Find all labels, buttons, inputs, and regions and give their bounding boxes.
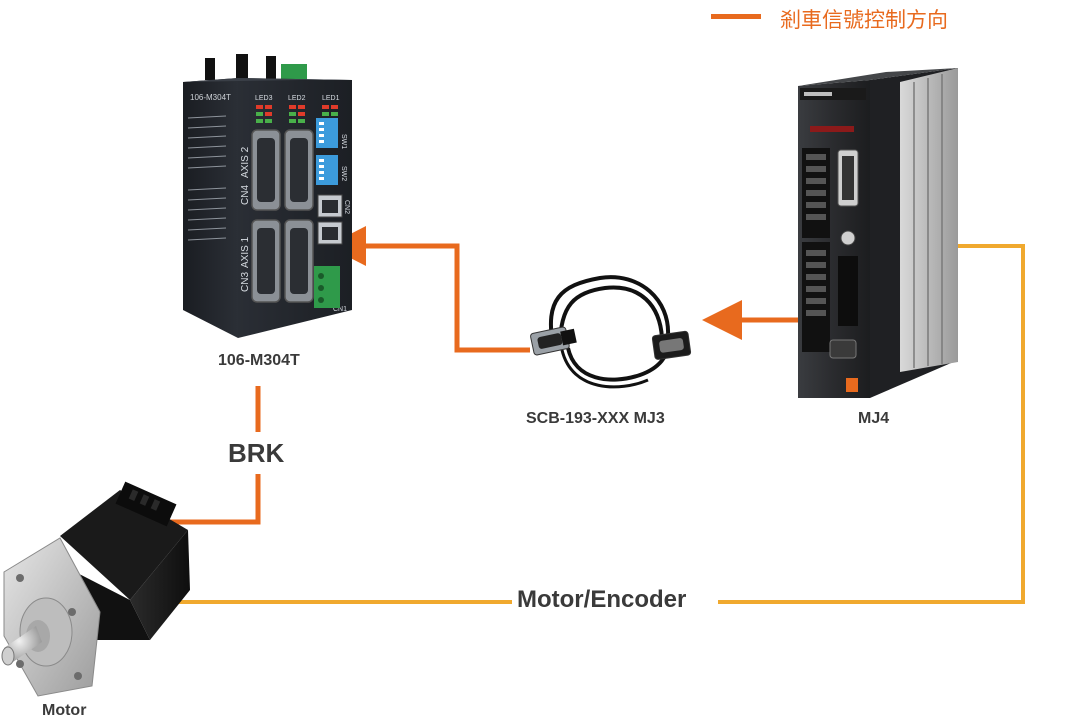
legend-label: 剎車信號控制方向 bbox=[780, 8, 948, 32]
axis-label-1: AXIS 1 bbox=[240, 236, 251, 268]
connector-label-cn3: CN3 bbox=[240, 272, 251, 292]
status-leds bbox=[256, 105, 338, 123]
servo-drive-label: MJ4 bbox=[858, 410, 890, 427]
controller-model-text: 106-M304T bbox=[190, 93, 231, 102]
brk-label: BRK bbox=[228, 438, 285, 468]
led-label-3: LED3 bbox=[255, 95, 273, 102]
axis-label-2: AXIS 2 bbox=[240, 146, 251, 178]
brake-wire bbox=[160, 243, 810, 525]
controller-label: 106-M304T bbox=[218, 352, 300, 369]
motor-encoder-wire bbox=[158, 244, 1025, 604]
servo-drive-device bbox=[798, 68, 958, 398]
motor-device bbox=[1, 481, 190, 697]
legend-swatch bbox=[711, 14, 761, 19]
arrowhead-to-cable bbox=[702, 300, 742, 340]
switch-label-sw2: SW2 bbox=[340, 166, 347, 181]
controller-device: 106-M304T LED3 LED2 LED1 bbox=[183, 54, 352, 338]
cable-label: SCB-193-XXX MJ3 bbox=[526, 410, 665, 427]
led-label-2: LED2 bbox=[288, 95, 306, 102]
connector-label-cn1: CN1 bbox=[333, 306, 347, 313]
motor-label: Motor bbox=[42, 702, 87, 719]
db-connectors bbox=[251, 129, 314, 303]
led-label-1: LED1 bbox=[322, 95, 340, 102]
connector-label-cn4: CN4 bbox=[240, 185, 251, 205]
dip-switches bbox=[316, 118, 338, 185]
rj45-ports bbox=[317, 194, 343, 245]
motor-encoder-label: Motor/Encoder bbox=[517, 586, 687, 613]
cable-device bbox=[530, 275, 692, 389]
connector-label-cn2: CN2 bbox=[343, 200, 350, 214]
switch-label-sw1: SW1 bbox=[340, 134, 347, 149]
terminal-block bbox=[314, 266, 340, 308]
